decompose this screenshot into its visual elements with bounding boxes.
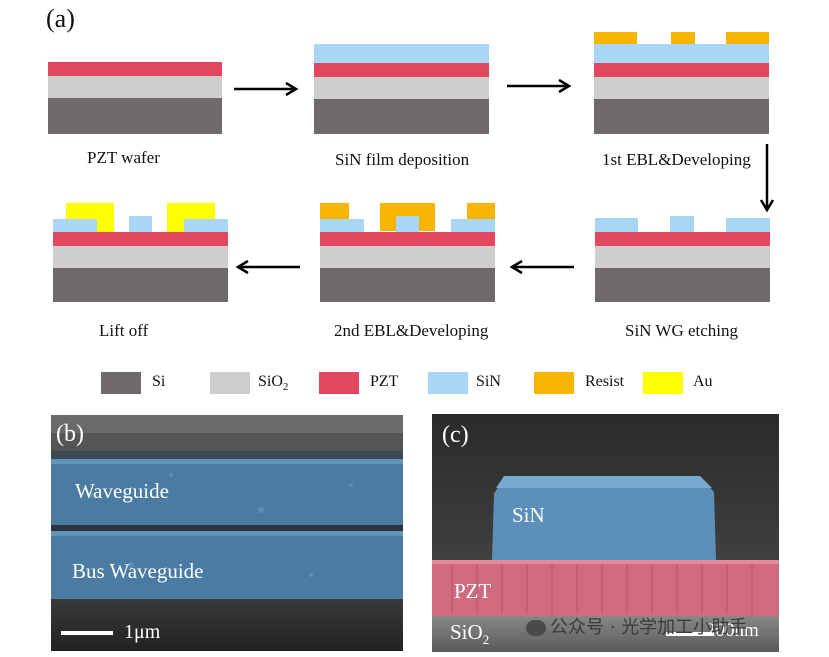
sin-label: SiN [512,503,545,527]
arrow-left-icon [235,259,300,275]
si-layer [594,99,769,134]
step-1st-ebl-diagram [594,32,769,134]
pzt-layer [595,232,770,246]
arrow-down-icon [759,144,775,213]
arrow-right-icon [234,81,299,97]
watermark: 公众号 · 光学加工小助手 [526,613,747,639]
legend-label-sio2-text: SiO [258,373,283,390]
sio2-layer [595,246,770,268]
sio2-label-text: SiO [450,620,483,644]
legend-swatch-au [643,372,683,394]
pzt-layer [53,232,228,246]
sio2-label: SiO2 [450,620,489,648]
sin-strip [53,219,97,232]
sem-image-b-graphic [51,415,403,651]
sin-strip [670,216,694,232]
step-caption-lift-off: Lift off [99,321,149,340]
si-layer [53,268,228,302]
waveguide-label: Waveguide [75,479,169,503]
bus-waveguide-label: Bus Waveguide [72,559,204,583]
scale-bar-label-c: 200nm [706,620,759,641]
step-caption-sin-etching: SiN WG etching [625,321,739,340]
legend-swatch-sin [428,372,468,394]
sin-strip [451,219,495,232]
scale-bar-label-b: 1μm [124,621,161,643]
legend-label-pzt: PZT [370,373,399,390]
si-layer [595,268,770,302]
panel-c-label: (c) [442,422,469,448]
sio2-layer [594,77,769,99]
sin-strip [396,216,419,232]
pzt-layer [314,63,489,77]
sio2-label-sub: 2 [482,632,490,648]
arrow-left-icon [509,259,574,275]
sem-image-c-graphic [432,414,779,652]
si-layer [320,268,495,302]
step-2nd-ebl-diagram [320,203,495,302]
resist-block [467,203,495,219]
panel-a-label: (a) [46,4,75,33]
legend-label-resist: Resist [585,373,625,390]
sin-strip [129,216,152,232]
legend-label-sio2-sub: 2 [282,381,289,394]
sin-layer [594,44,769,63]
legend-label-sio2: SiO2 [258,373,288,393]
sin-strip [184,219,228,232]
sio2-layer [53,246,228,268]
step-pzt-wafer-diagram [48,62,222,134]
sin-strip [595,218,638,232]
sem-image-c: (c) SiN PZT SiO2 200nm [432,414,779,652]
step-lift-off-diagram [53,203,228,302]
legend-swatch-resist [534,372,574,394]
wechat-icon [526,620,546,636]
pzt-layer [320,232,495,246]
resist-block [320,203,349,219]
step-sin-deposition-diagram [314,44,489,134]
step-caption-1st-ebl: 1st EBL&Developing [602,150,751,169]
step-sin-etching-diagram [595,216,770,302]
pzt-label: PZT [454,579,492,603]
sio2-layer [48,76,222,98]
step-caption-2nd-ebl: 2nd EBL&Developing [334,321,489,340]
arrow-right-icon [507,78,572,94]
si-layer [314,99,489,134]
step-caption-pzt-wafer: PZT wafer [87,148,160,167]
sin-strip [726,218,770,232]
resist-block [594,32,637,44]
sin-layer [314,44,489,63]
watermark-text: 公众号 · 光学加工小助手 [550,617,748,638]
panel-b-label: (b) [56,421,84,447]
sin-strip [320,219,364,232]
resist-block [726,32,769,44]
sem-image-b: (b) Waveguide Bus Waveguide 1μm [51,415,403,651]
legend-label-si: Si [152,373,166,390]
sio2-layer [320,246,495,268]
sio2-layer [314,77,489,99]
legend-label-sin: SiN [476,373,501,390]
pzt-layer [594,63,769,77]
si-layer [48,98,222,134]
legend-swatch-sio2 [210,372,250,394]
pzt-layer [48,62,222,76]
resist-block [671,32,695,44]
legend-swatch-si [101,372,141,394]
legend-swatch-pzt [319,372,359,394]
legend-label-au: Au [693,373,713,390]
step-caption-sin-deposition: SiN film deposition [335,150,470,169]
